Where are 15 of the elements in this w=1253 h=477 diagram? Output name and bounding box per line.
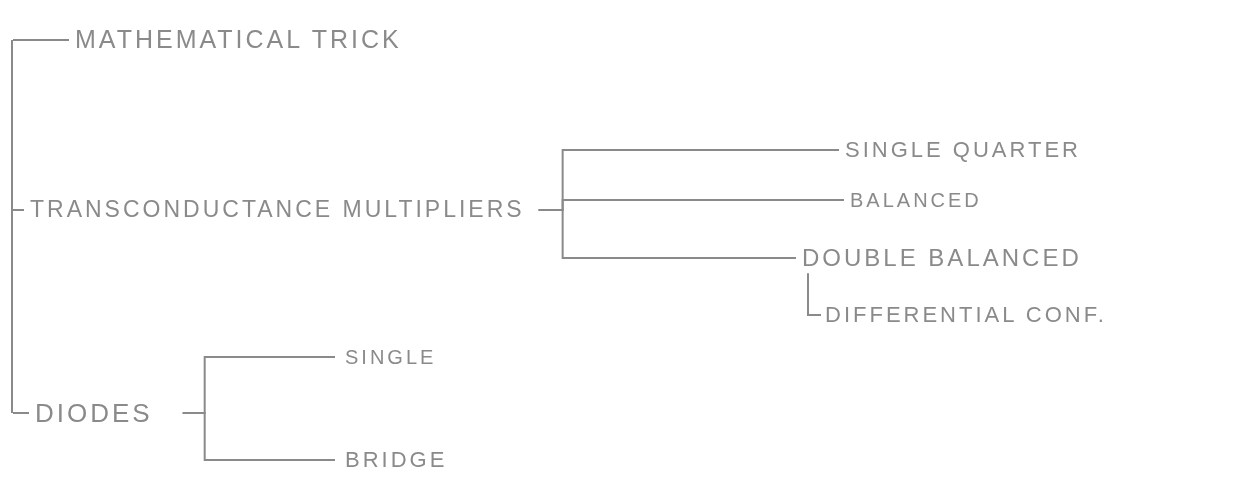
tree-branch-line [12, 209, 25, 211]
tree-item-label: DOUBLE BALANCED [802, 244, 1082, 272]
tree-item-label: DIFFERENTIAL CONF. [825, 302, 1107, 328]
tree-item-label: SINGLE [345, 346, 437, 368]
tree-branch-line [181, 412, 336, 461]
tree-item-label: MATHEMATICAL TRICK [75, 26, 402, 54]
tree-branch-line [537, 209, 797, 259]
tree-item-label: DIODES [35, 398, 153, 428]
tree-branch-line [12, 39, 70, 41]
tree-branch-line [807, 272, 822, 316]
tree-item-label: TRANSCONDUCTANCE MULTIPLIERS [30, 197, 525, 223]
tree-item-label: BALANCED [850, 189, 982, 211]
tree-item-label: BRIDGE [345, 447, 448, 473]
tree-item-label: SINGLE QUARTER [845, 137, 1081, 163]
tree-branch-line [12, 412, 30, 414]
